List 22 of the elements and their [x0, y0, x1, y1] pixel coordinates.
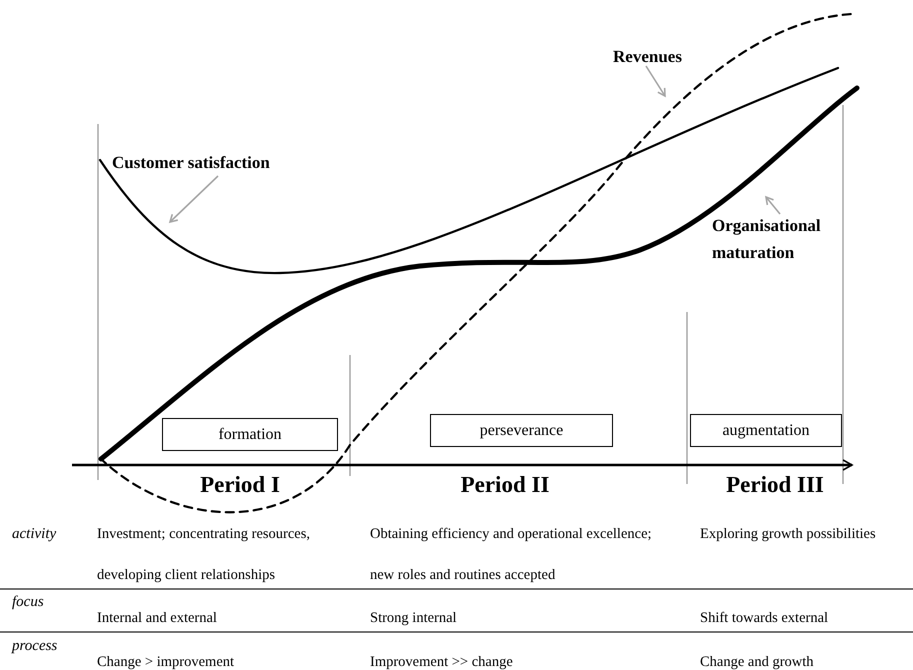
row-header: focus: [12, 593, 45, 612]
period-label: Period I: [199, 471, 281, 499]
row-header: process: [12, 637, 58, 656]
trend-curve: [98, 12, 854, 514]
table-cell-text: Internal and external: [97, 609, 218, 628]
leader-arrow: [765, 196, 781, 214]
row-header: activity: [12, 525, 58, 544]
table-cell-text: Shift towards external: [700, 609, 830, 628]
curve-label: Customer satisfaction: [112, 150, 322, 176]
table-cell-text: Change and growth: [700, 653, 815, 670]
leader-arrow: [645, 66, 666, 97]
table-cell-text: Improvement >> change: [370, 653, 514, 670]
curve-label: Organisational maturation: [712, 212, 852, 266]
table-cell-text: Change > improvement: [97, 653, 236, 670]
table-cell-text: Investment; concentrating resources, developing client relationships: [97, 525, 311, 585]
period-label: Period II: [460, 471, 550, 499]
period-label: Period III: [725, 471, 825, 499]
table-cell-text: Strong internal: [370, 609, 458, 628]
curve-label: Revenues: [613, 44, 708, 70]
leader-arrow: [169, 175, 219, 223]
table-cell-text: Obtaining efficiency and operational excellence; new roles and routines accepted: [370, 525, 653, 585]
table-cell-text: Exploring growth possibilities: [700, 525, 877, 544]
